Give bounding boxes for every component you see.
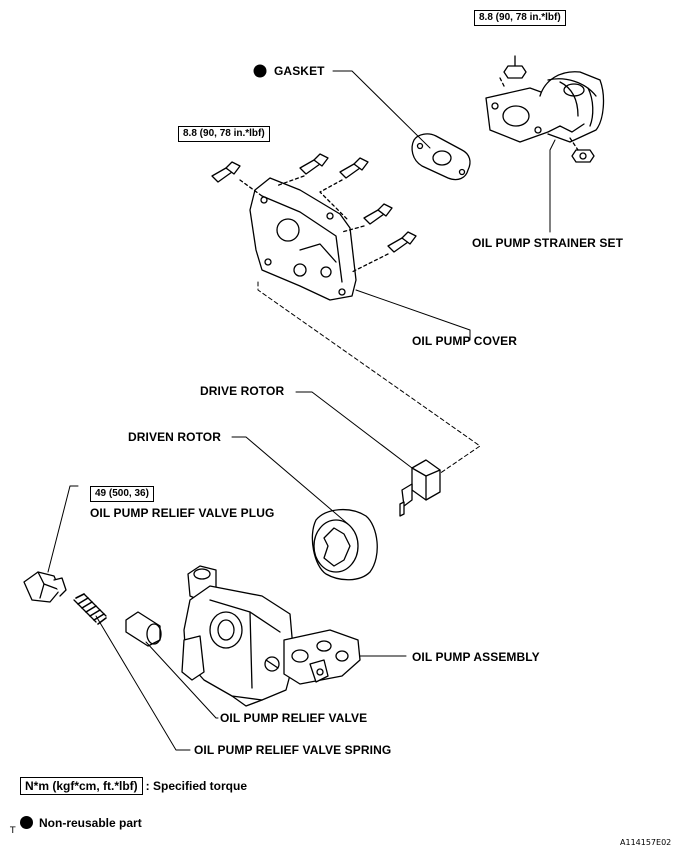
cover-torque-box: 8.8 (90, 78 in.*lbf) [178,126,270,142]
cover-label: OIL PUMP COVER [412,334,517,348]
relief-valve-spring-part [73,593,107,625]
driven-rotor-part [311,509,378,581]
torque-legend-text: : Specified torque [145,779,248,793]
relief-valve-label: OIL PUMP RELIEF VALVE [220,711,368,725]
corner-mark: T [10,826,16,836]
relief-spring-label: OIL PUMP RELIEF VALVE SPRING [194,743,392,757]
gasket-nonreusable-dot [253,64,267,78]
relief-plug-label: OIL PUMP RELIEF VALVE PLUG [90,506,275,520]
relief-valve-part [125,611,162,647]
drive-rotor-part [399,459,441,517]
torque-legend: N*m (kgf*cm, ft.*lbf) : Specified torque [20,777,247,795]
torque-unit-box: N*m (kgf*cm, ft.*lbf) [20,777,143,795]
cover-bolts [211,153,417,273]
gasket-label: GASKET [274,64,325,78]
driven-rotor-label: DRIVEN ROTOR [128,430,221,444]
assembly-label: OIL PUMP ASSEMBLY [412,650,540,664]
oil-pump-assembly-part [181,565,361,707]
drive-rotor-label: DRIVE ROTOR [200,384,285,398]
nonreusable-legend-text: Non-reusable part [39,816,142,830]
oil-pump-cover-part [249,177,357,301]
nonreusable-dot-icon [20,816,33,829]
strainer-torque-box: 8.8 (90, 78 in.*lbf) [474,10,566,26]
plug-torque-box: 49 (500, 36) [90,486,154,502]
relief-valve-plug-part [23,571,67,603]
strainer-label: OIL PUMP STRAINER SET [472,236,624,250]
oil-pump-strainer-set-part [485,55,605,163]
figure-code: A114157E02 [620,838,672,847]
nonreusable-legend: Non-reusable part [20,816,142,830]
gasket-part [411,133,471,181]
